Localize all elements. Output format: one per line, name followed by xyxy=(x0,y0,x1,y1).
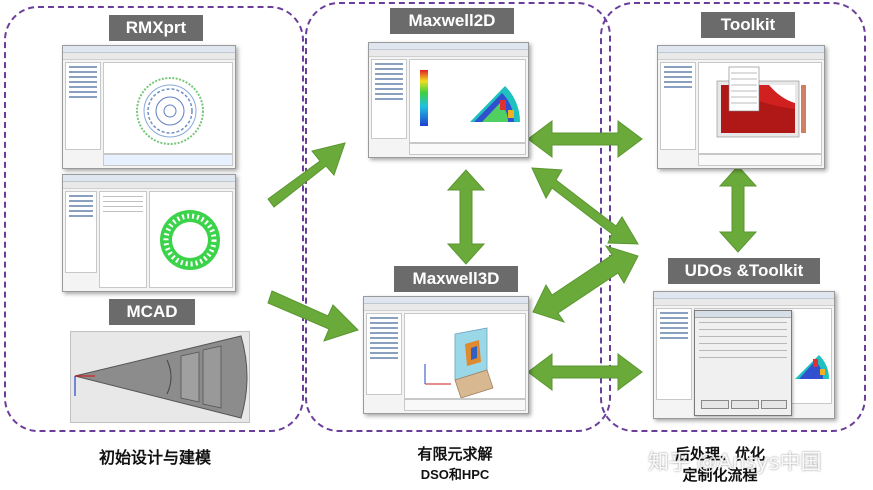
label-mcad: MCAD xyxy=(109,299,195,325)
udos-field-plot xyxy=(795,355,829,379)
caption-initial-design: 初始设计与建模 xyxy=(98,448,211,467)
label-rmxprt: RMXprt xyxy=(109,15,203,41)
label-maxwell3d: Maxwell3D xyxy=(394,266,518,292)
arrow-maxwell2d-maxwell3d xyxy=(446,169,486,265)
maxwell3d-model-view xyxy=(424,327,494,398)
label-toolkit: Toolkit xyxy=(701,12,795,38)
caption-post-line2: 定制化流程 xyxy=(682,466,758,484)
arrow-maxwell3d-udos-horizontal xyxy=(527,353,643,391)
arrow-maxwell3d-udos xyxy=(532,245,639,323)
maxwell2d-field-plot xyxy=(420,70,521,126)
rmxprt-motor-outline xyxy=(136,77,204,145)
mcad-model-view xyxy=(70,331,250,423)
arrow-toolkit-udos xyxy=(718,165,758,253)
stator-cross-section xyxy=(160,210,220,270)
toolkit-screenshot xyxy=(657,45,825,169)
arrow-maxwell2d-toolkit xyxy=(527,120,643,158)
arrow-maxwell2d-udos xyxy=(531,167,639,245)
rmxprt-screenshot xyxy=(62,45,236,169)
caption-fea-line2: DSO和HPC xyxy=(420,467,490,482)
rmxprt-design-screenshot xyxy=(62,174,236,292)
label-maxwell2d: Maxwell2D xyxy=(390,8,514,34)
caption-fea-line1: 有限元求解 xyxy=(417,445,493,463)
arrow-mcad-to-maxwell3d xyxy=(267,290,359,342)
arrow-rmxprt-to-maxwell2d xyxy=(267,142,346,208)
maxwell2d-screenshot xyxy=(368,42,529,158)
group-initial-design xyxy=(4,6,304,432)
udos-dialog xyxy=(694,310,792,416)
watermark: 知乎 @Ansys中国 xyxy=(648,450,822,474)
caption-post-line1: 后处理、优化 xyxy=(674,445,765,463)
label-udos-toolkit: UDOs &Toolkit xyxy=(668,258,820,284)
toolkit-efficiency-map xyxy=(716,66,806,138)
group-fea-solve xyxy=(305,2,611,432)
udos-toolkit-screenshot xyxy=(653,291,835,419)
maxwell3d-screenshot xyxy=(363,296,529,414)
